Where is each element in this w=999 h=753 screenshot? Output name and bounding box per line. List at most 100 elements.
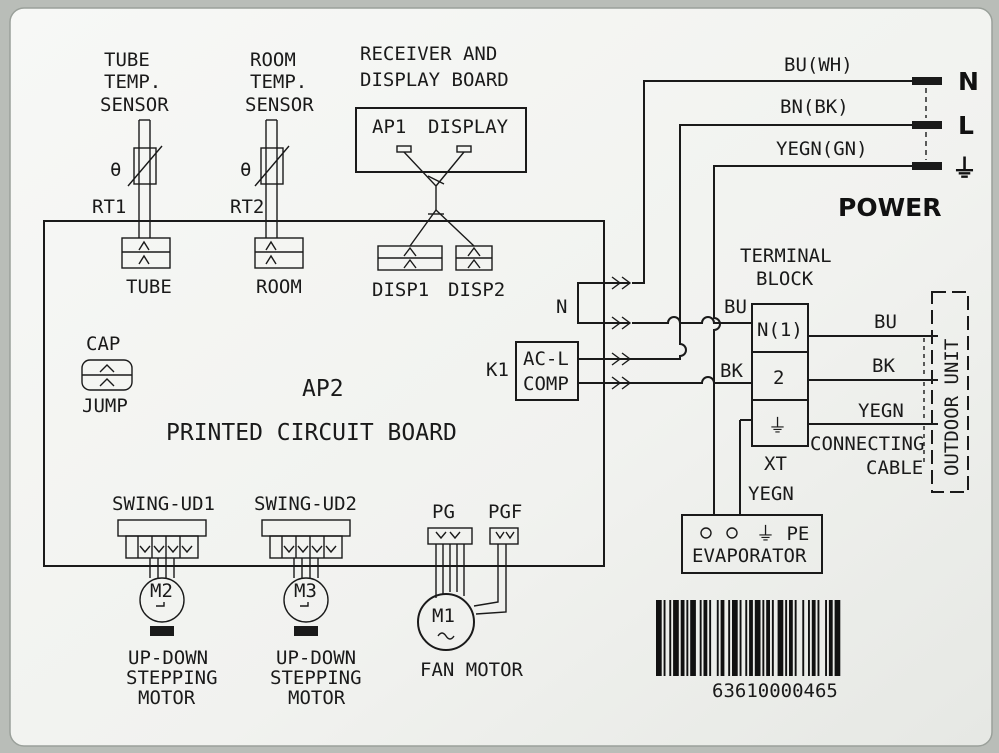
terminal-slot-2: 2 [773,367,784,389]
barcode [656,600,841,676]
barcode-bar [669,600,672,676]
pcb-name: PRINTED CIRCUIT BOARD [166,420,457,446]
barcode-bar [762,600,765,676]
barcode-bar [716,600,719,676]
swing-ud2-label: SWING-UD2 [254,493,357,515]
outdoor-bk-label: BK [872,355,895,377]
barcode-bar [808,600,810,676]
power-wire-e-color: YEGN(GN) [776,138,868,160]
barcode-bar [828,600,833,676]
jump-label: JUMP [82,395,128,417]
terminal-yegn-label: YEGN [748,483,794,505]
power-title: POWER [838,193,941,222]
ud1-motor-line-2: STEPPING [126,667,218,689]
evaporator-label: EVAPORATOR [692,545,807,567]
power-l-label: L [958,111,974,140]
pcb-n-terminal: N [556,296,567,318]
room-connector-label: ROOM [256,276,302,298]
barcode-bar [789,600,793,676]
barcode-bar [703,600,708,676]
acl-terminal: AC-L [523,348,569,370]
ud2-motor-line-2: STEPPING [270,667,362,689]
display-board: RECEIVER AND DISPLAY BOARD AP1 DISPLAY D… [355,43,527,301]
room-sensor-ref: RT2 [230,196,264,218]
ud1-motor-line-1: UP-DOWN [128,647,208,669]
disp2-connector-label: DISP2 [448,279,505,301]
tube-theta-symbol: θ [110,159,121,181]
terminal-block-title-2: BLOCK [756,268,814,290]
fan-motor: PG PGF M1 FAN MOTOR [417,501,524,681]
ud2-motor-line-3: MOTOR [288,687,346,709]
barcode-bar [728,600,731,676]
fan-motor-label: FAN MOTOR [420,659,524,681]
barcode-bar [673,600,679,676]
tube-sensor-ref: RT1 [92,196,126,218]
barcode-bar [709,600,712,676]
barcode-bar [771,600,774,676]
label-sticker [9,7,993,747]
room-sensor-title-1: ROOM [250,49,296,71]
ud2-motor-line-1: UP-DOWN [276,647,356,669]
barcode-bar [739,600,742,676]
evaporator: ⏚ PE EVAPORATOR [681,514,823,574]
disp1-connector-label: DISP1 [372,279,429,301]
barcode-bar [785,600,788,676]
barcode-bar [817,600,820,676]
tube-sensor-title-2: TEMP. [104,71,161,93]
barcode-number: 63610000465 [712,680,838,702]
room-sensor-title-2: TEMP. [250,71,307,93]
barcode-bar [825,600,827,676]
barcode-bar [732,600,738,676]
barcode-bar [811,600,816,676]
tube-sensor-title-1: TUBE [104,49,150,71]
power-earth-symbol: ⏚ [952,154,977,183]
outdoor-unit-label: OUTDOOR UNIT [941,339,963,476]
barcode-bar [686,600,689,676]
swing-ud1-label: SWING-UD1 [112,493,215,515]
barcode-bar [794,600,797,676]
terminal-in-bu: BU [724,296,747,318]
m1-ref: M1 [432,605,455,627]
barcode-bar [802,600,805,676]
barcode-bar [754,600,761,676]
outdoor-connecting-cable: BU BK YEGN CONNECTING CABLE OUTDOOR UNIT [808,291,969,493]
display-board-display: DISPLAY [428,116,509,138]
ud1-motor-line-3: MOTOR [138,687,196,709]
room-sensor-title-3: SENSOR [245,94,314,116]
terminal-slot-earth: ⏚ [768,415,787,437]
barcode-bar [745,600,748,676]
barcode-bar [690,600,696,676]
pg-connector-label: PG [432,501,455,523]
printed-circuit-board: CAP JUMP AP2 PRINTED CIRCUIT BOARD N K1 … [43,220,605,567]
swing-ud1-motor: SWING-UD1 M2 UP-DOWN STEPPING MOTOR [112,493,218,709]
pgf-connector-label: PGF [488,501,522,523]
barcode-bar [766,600,770,676]
outdoor-yegn-label: YEGN [858,400,904,422]
barcode-bar [749,600,753,676]
display-board-title-2: DISPLAY BOARD [360,69,509,91]
pcb-output-wiring [577,276,632,390]
room-theta-symbol: θ [240,159,251,181]
evaporator-pe-label: ⏚ PE [756,523,809,545]
barcode-bar [656,600,662,676]
tube-temp-sensor: TUBE TEMP. SENSOR θ RT1 TUBE [92,49,172,298]
barcode-bar [680,600,685,676]
barcode-bar [720,600,725,676]
pcb-ref: AP2 [302,376,344,402]
barcode-bar [663,600,666,676]
k1-relay-ref: K1 [486,359,509,381]
m2-ref: M2 [150,580,173,602]
terminal-in-bk: BK [720,360,743,382]
display-board-ap1: AP1 [372,116,406,138]
terminal-xt-label: XT [764,453,787,475]
room-temp-sensor: ROOM TEMP. SENSOR θ RT2 ROOM [230,49,314,298]
barcode-bar [834,600,841,676]
barcode-bar [777,600,784,676]
comp-terminal: COMP [523,373,569,395]
tube-connector-label: TUBE [126,276,172,298]
display-board-title-1: RECEIVER AND [360,43,497,65]
outdoor-bu-label: BU [874,311,897,333]
terminal-block: TERMINAL BLOCK N(1) 2 ⏚ BU BK XT YEGN [632,245,832,515]
barcode-bar [699,600,702,676]
